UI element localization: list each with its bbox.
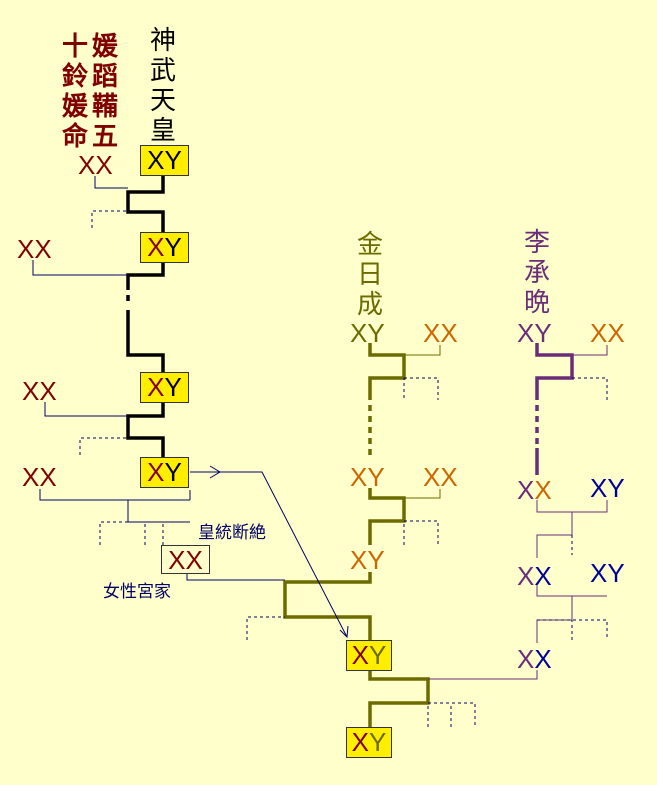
jimmu-xy-box: XY bbox=[140, 145, 189, 176]
kim-xy: XY bbox=[350, 318, 385, 348]
kim-line bbox=[283, 343, 430, 727]
emperor-box-4: XY bbox=[140, 457, 189, 488]
yi-daughter-xx: XX bbox=[517, 561, 552, 591]
yi-xy: XY bbox=[517, 318, 552, 348]
yi-thin-lines bbox=[428, 345, 608, 680]
succession-arrow bbox=[190, 465, 349, 639]
merged-xy-box-2: XY bbox=[346, 727, 392, 758]
kim-name: 金日成 bbox=[356, 230, 383, 320]
emperor-box-2: XY bbox=[140, 232, 189, 263]
yi-dashed-stubs bbox=[537, 377, 608, 640]
empress-xx: XX bbox=[78, 150, 113, 180]
yi-spouse-xy-2: XY bbox=[590, 558, 625, 588]
female-house-xx-box: XX bbox=[161, 545, 210, 574]
kim-son-wife-xx: XX bbox=[423, 462, 458, 492]
yi-descendant-xx: XX bbox=[517, 475, 552, 505]
merged-xy-box-1: XY bbox=[346, 640, 392, 671]
kim-thin-lines bbox=[404, 345, 441, 499]
female-house-note: 女性宮家 bbox=[103, 582, 171, 602]
consort-xx-3: XX bbox=[22, 462, 57, 492]
yi-name: 李承晩 bbox=[523, 228, 550, 318]
end-of-line-note: 皇統断絶 bbox=[198, 523, 266, 543]
yi-wife-xx: XX bbox=[590, 318, 625, 348]
yi-spouse-xy-1: XY bbox=[590, 473, 625, 503]
consort-xx-2: XX bbox=[22, 376, 57, 406]
kim-son-xy: XY bbox=[350, 462, 385, 492]
empress-name-col2: 十鈴媛命 bbox=[61, 32, 88, 152]
yi-granddaughter-xx: XX bbox=[517, 644, 552, 674]
kim-wife-xx: XX bbox=[423, 318, 458, 348]
kim-grandson-xy: XY bbox=[350, 545, 385, 575]
imperial-dashed-stubs bbox=[79, 210, 164, 545]
emperor-box-3: XY bbox=[140, 372, 189, 403]
jimmu-name: 神武天皇 bbox=[149, 26, 176, 146]
consort-xx-1: XX bbox=[17, 234, 52, 264]
empress-name-col1: 媛蹈鞴五 bbox=[91, 32, 118, 152]
yi-line bbox=[535, 343, 574, 475]
kim-dashed-stubs bbox=[246, 377, 476, 727]
imperial-line bbox=[126, 175, 165, 457]
